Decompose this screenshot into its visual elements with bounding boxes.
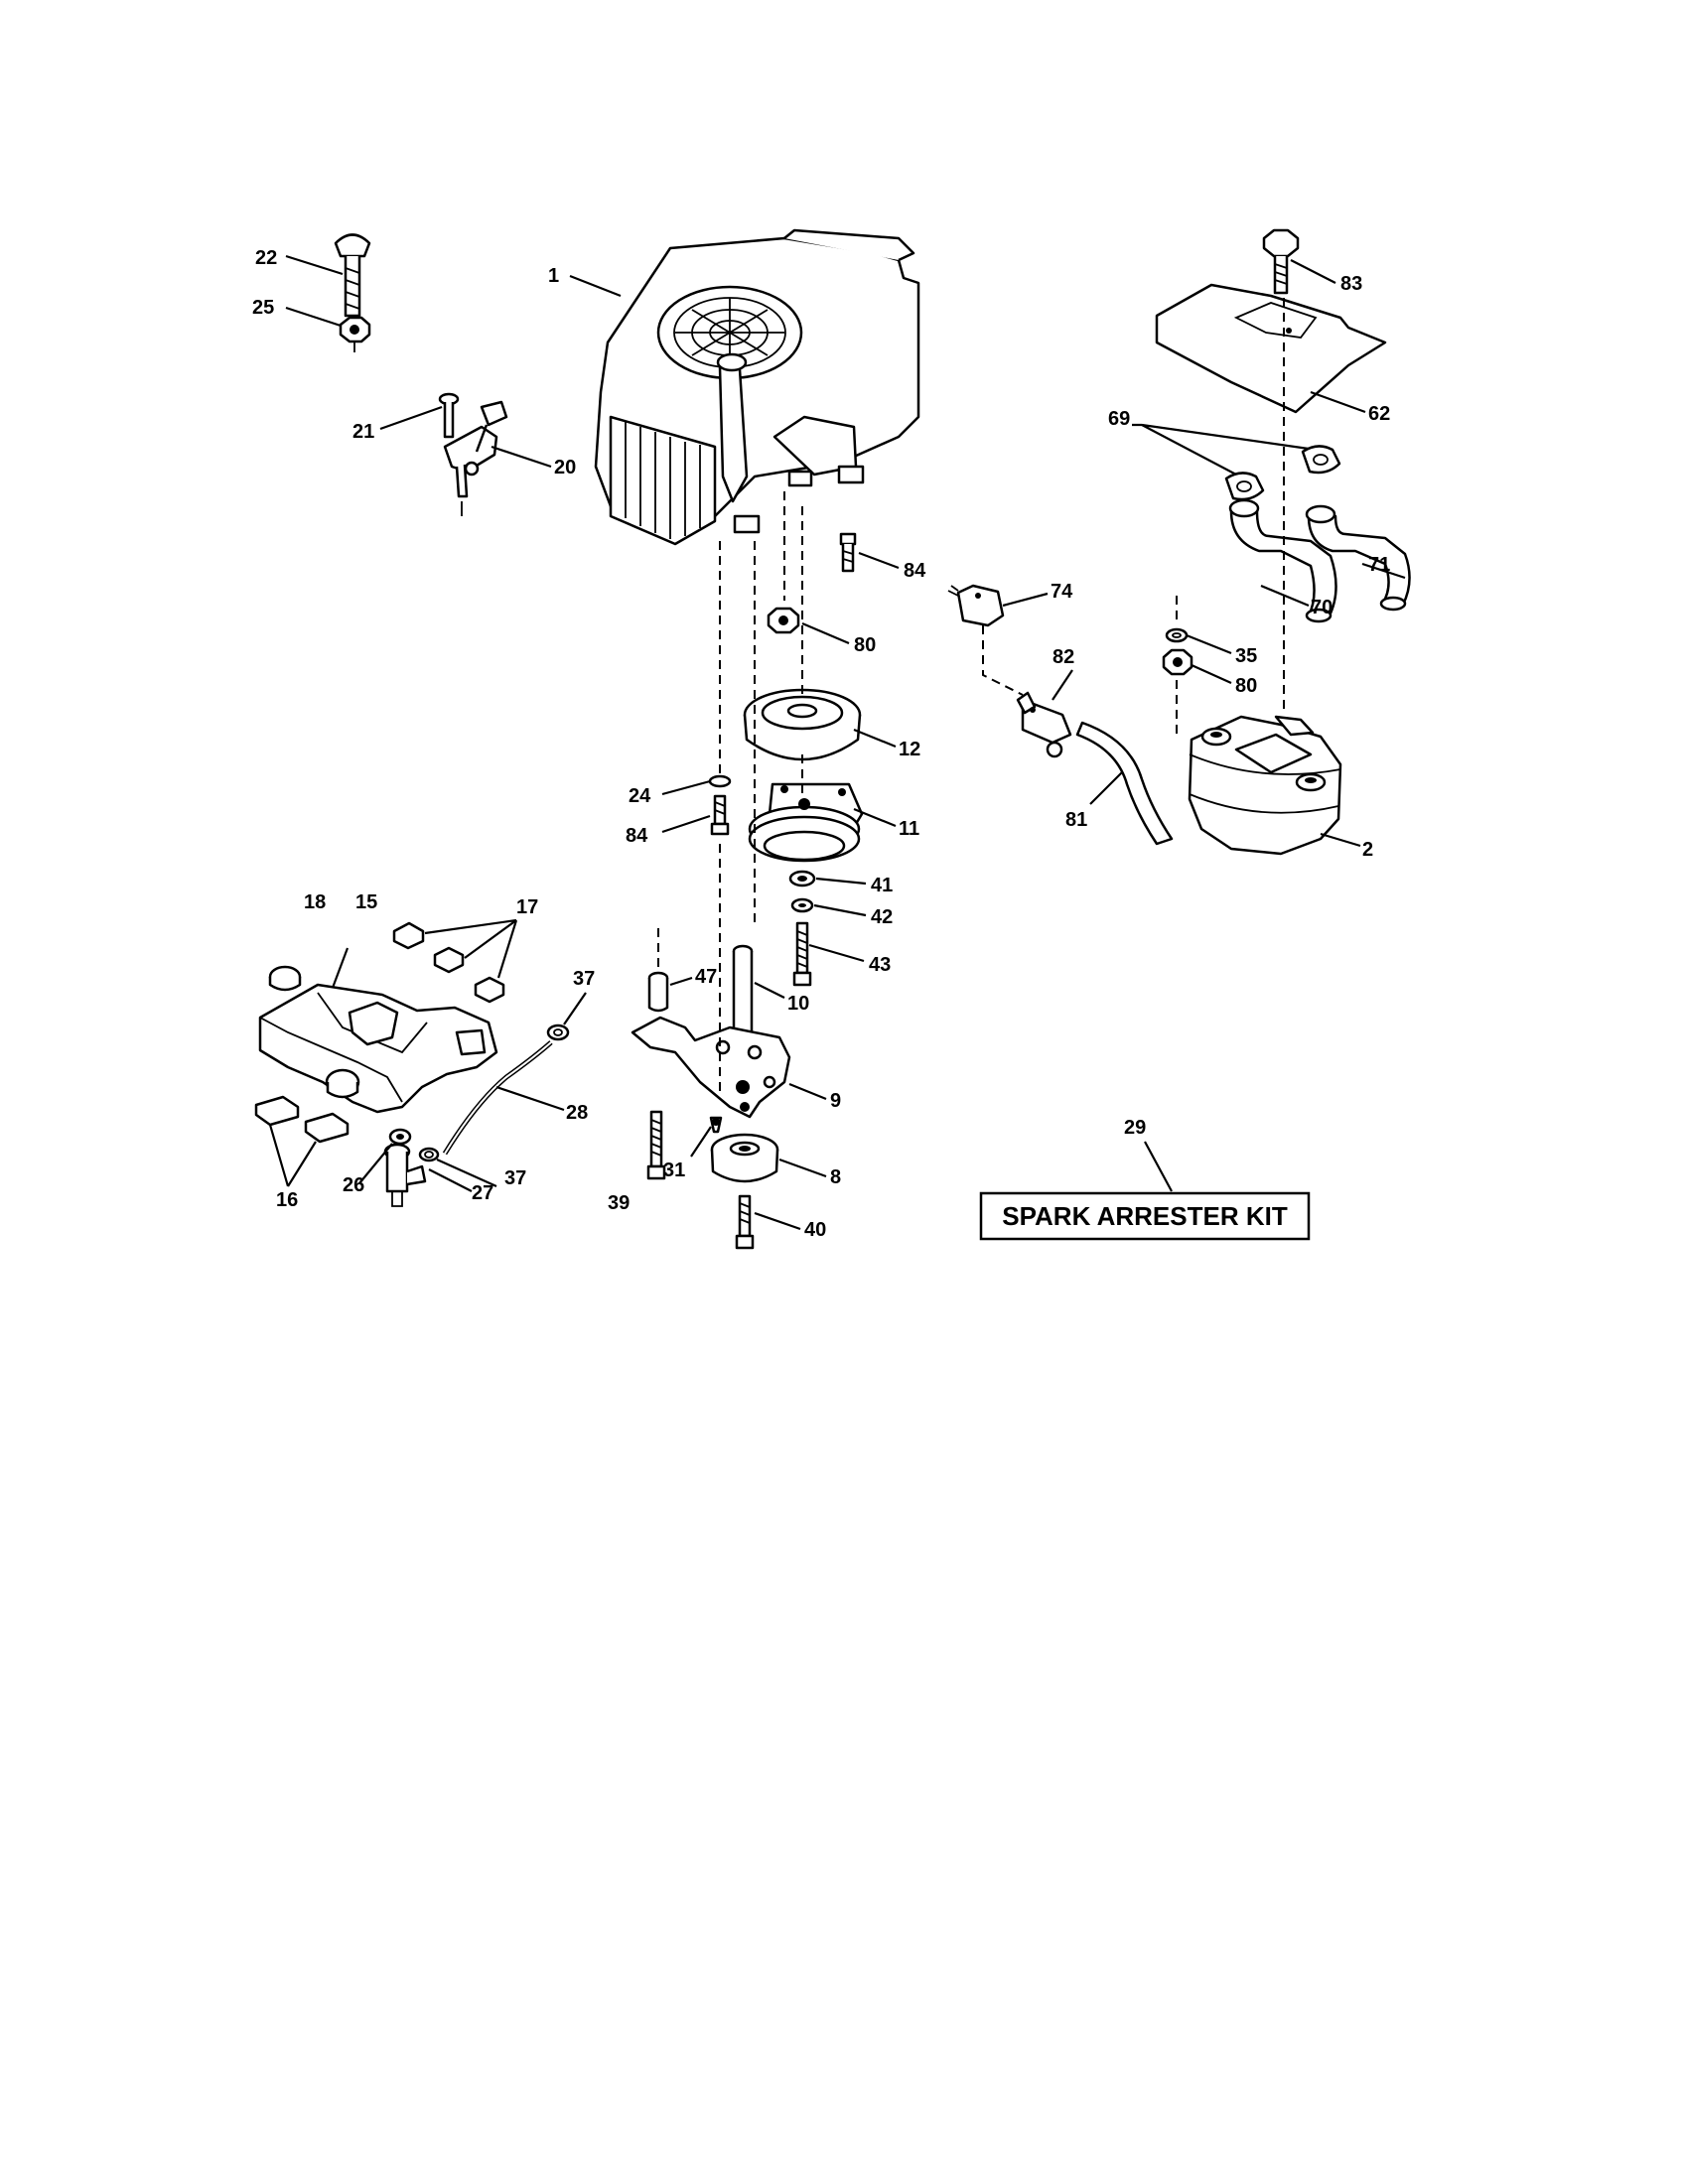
callout-69: 69 xyxy=(1108,408,1130,430)
callout-20: 20 xyxy=(554,457,576,478)
callout-8: 8 xyxy=(830,1166,841,1188)
screw-21 xyxy=(438,392,460,439)
callout-31: 31 xyxy=(663,1160,685,1181)
callout-12: 12 xyxy=(899,739,920,760)
nut-80-upper xyxy=(767,607,800,634)
callout-82: 82 xyxy=(1052,646,1074,668)
pad-17-a xyxy=(392,921,425,950)
engine-part xyxy=(594,228,920,546)
bolt-84-upper xyxy=(839,532,857,573)
callout-42: 42 xyxy=(871,906,893,928)
fuel-tank-15 xyxy=(258,983,498,1114)
callout-27: 27 xyxy=(472,1182,493,1204)
clamp-37-lower xyxy=(418,1147,440,1162)
bolt-43 xyxy=(792,921,812,987)
callout-74: 74 xyxy=(1051,581,1073,603)
nut-80-lower xyxy=(1162,648,1193,676)
callout-84-upper: 84 xyxy=(904,560,926,582)
callout-26: 26 xyxy=(343,1174,364,1196)
callout-18: 18 xyxy=(304,891,326,913)
callout-47: 47 xyxy=(695,966,717,988)
callout-62: 62 xyxy=(1368,403,1390,425)
fuel-line-28 xyxy=(442,1040,553,1156)
callout-21: 21 xyxy=(352,421,374,443)
washer-35 xyxy=(1165,627,1189,643)
throttle-control-20 xyxy=(443,400,508,516)
callout-81: 81 xyxy=(1065,809,1087,831)
callout-80-upper: 80 xyxy=(854,634,876,656)
spark-arrester-kit-label: SPARK ARRESTER KIT xyxy=(1002,1201,1288,1231)
callout-39: 39 xyxy=(608,1192,630,1214)
callout-83: 83 xyxy=(1340,273,1362,295)
bolt-84-lower xyxy=(710,794,730,836)
bolt-40 xyxy=(735,1194,755,1250)
callout-16: 16 xyxy=(276,1189,298,1211)
heat-shield-62 xyxy=(1155,283,1387,414)
wire-81 xyxy=(1075,721,1174,846)
callout-35: 35 xyxy=(1235,645,1257,667)
callout-70: 70 xyxy=(1311,597,1333,618)
callout-17: 17 xyxy=(516,896,538,918)
fuel-cap-18 xyxy=(268,965,302,992)
leader-lines xyxy=(268,254,1406,1231)
callout-37-lower: 37 xyxy=(504,1167,526,1189)
exhaust-pipe-70 xyxy=(1228,498,1337,623)
washer-41 xyxy=(788,870,816,887)
pad-17-b xyxy=(433,946,465,974)
callout-37-upper: 37 xyxy=(573,968,595,990)
pad-16-b xyxy=(304,1112,350,1144)
callout-80-lower: 80 xyxy=(1235,675,1257,697)
callout-15: 15 xyxy=(355,891,377,913)
callout-43: 43 xyxy=(869,954,891,976)
callout-25: 25 xyxy=(252,297,274,319)
callout-71: 71 xyxy=(1368,554,1390,576)
washer-24 xyxy=(708,774,732,788)
nut-25 xyxy=(339,316,371,352)
bolt-39 xyxy=(646,1110,666,1180)
gasket-69-a xyxy=(1224,472,1265,501)
callout-84-lower: 84 xyxy=(626,825,648,847)
callout-11: 11 xyxy=(899,818,919,840)
gasket-69-b xyxy=(1301,445,1341,475)
callout-9: 9 xyxy=(830,1090,841,1112)
bolt-22 xyxy=(334,233,371,318)
bolt-83 xyxy=(1262,228,1300,295)
exhaust-pipe-71 xyxy=(1305,504,1411,612)
pad-17-c xyxy=(474,976,505,1004)
callout-22: 22 xyxy=(255,247,277,269)
screw-31 xyxy=(709,1116,723,1134)
pad-16-a xyxy=(254,1095,300,1127)
callout-40: 40 xyxy=(804,1219,826,1241)
spark-arrester-kit-box: SPARK ARRESTER KIT xyxy=(979,1191,1311,1241)
connector-82 xyxy=(1016,691,1072,758)
bracket-9 xyxy=(631,1016,791,1119)
fitting-26 xyxy=(388,1128,412,1146)
clutch-11 xyxy=(748,782,864,863)
pulley-12 xyxy=(743,688,862,761)
alignment-lines xyxy=(657,298,1285,1097)
muffler-2 xyxy=(1188,715,1342,856)
sensor-74 xyxy=(947,584,1005,627)
callout-1: 1 xyxy=(548,265,559,287)
clamp-37-upper xyxy=(546,1024,570,1041)
callout-10: 10 xyxy=(787,993,809,1015)
callout-41: 41 xyxy=(871,875,893,896)
callout-2: 2 xyxy=(1362,839,1373,861)
idler-pulley-8 xyxy=(710,1133,779,1183)
callout-24: 24 xyxy=(629,785,651,807)
spacer-47 xyxy=(647,971,669,1013)
callout-28: 28 xyxy=(566,1102,588,1124)
callout-29: 29 xyxy=(1124,1117,1146,1139)
fuel-valve-27 xyxy=(383,1143,427,1207)
callout-labels: 1 22 25 21 20 84 80 12 11 24 84 41 42 43… xyxy=(252,247,1390,1241)
washer-42 xyxy=(790,897,814,913)
